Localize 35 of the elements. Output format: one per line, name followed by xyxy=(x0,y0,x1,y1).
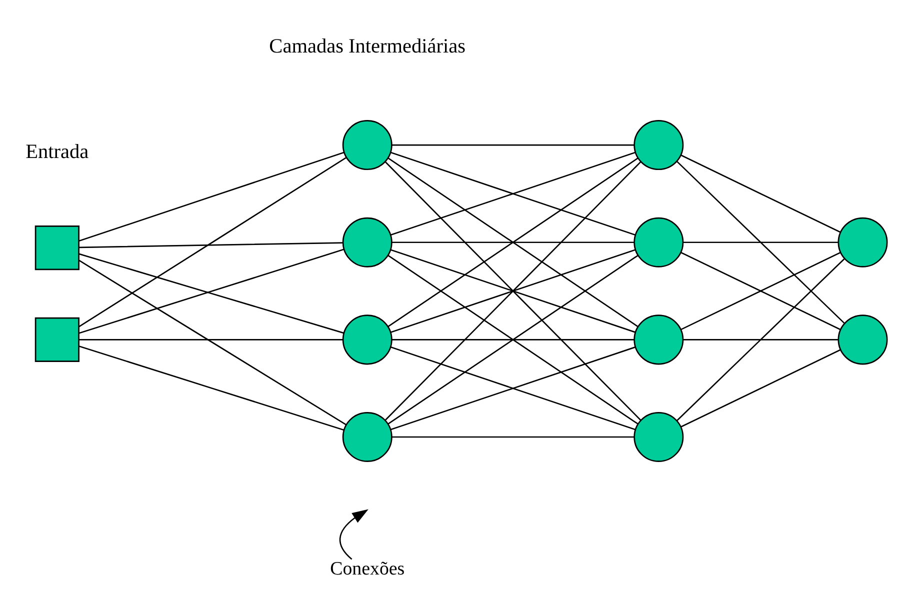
node-circle xyxy=(634,412,684,462)
node-circle xyxy=(838,217,888,268)
node-circle xyxy=(342,314,392,365)
connector xyxy=(676,258,845,422)
connector xyxy=(79,339,343,340)
connector xyxy=(390,152,636,236)
connector xyxy=(388,158,638,328)
connector xyxy=(392,242,634,244)
connector xyxy=(683,242,838,244)
node-circle xyxy=(342,217,392,268)
node-text: Conexões xyxy=(330,558,405,580)
node-circle xyxy=(634,314,684,365)
connector xyxy=(390,249,636,333)
connector xyxy=(680,154,841,233)
connector xyxy=(78,346,344,431)
node-box xyxy=(34,225,80,270)
node-box xyxy=(34,317,80,362)
connector xyxy=(676,160,845,324)
connector xyxy=(392,436,634,438)
node-circle xyxy=(342,120,392,170)
label: Entrada xyxy=(26,140,89,163)
connector xyxy=(680,349,841,428)
node-circle xyxy=(634,217,684,268)
connector xyxy=(683,339,838,340)
node-circle xyxy=(342,412,392,462)
connector xyxy=(78,260,347,426)
connector xyxy=(78,152,344,242)
arrow xyxy=(339,509,368,560)
node-circle xyxy=(634,120,684,170)
node-circle xyxy=(838,314,888,365)
label: Camadas Intermediárias xyxy=(269,35,466,58)
connector xyxy=(78,157,347,328)
connector xyxy=(79,242,343,248)
connector xyxy=(392,144,634,146)
connector xyxy=(392,339,634,340)
